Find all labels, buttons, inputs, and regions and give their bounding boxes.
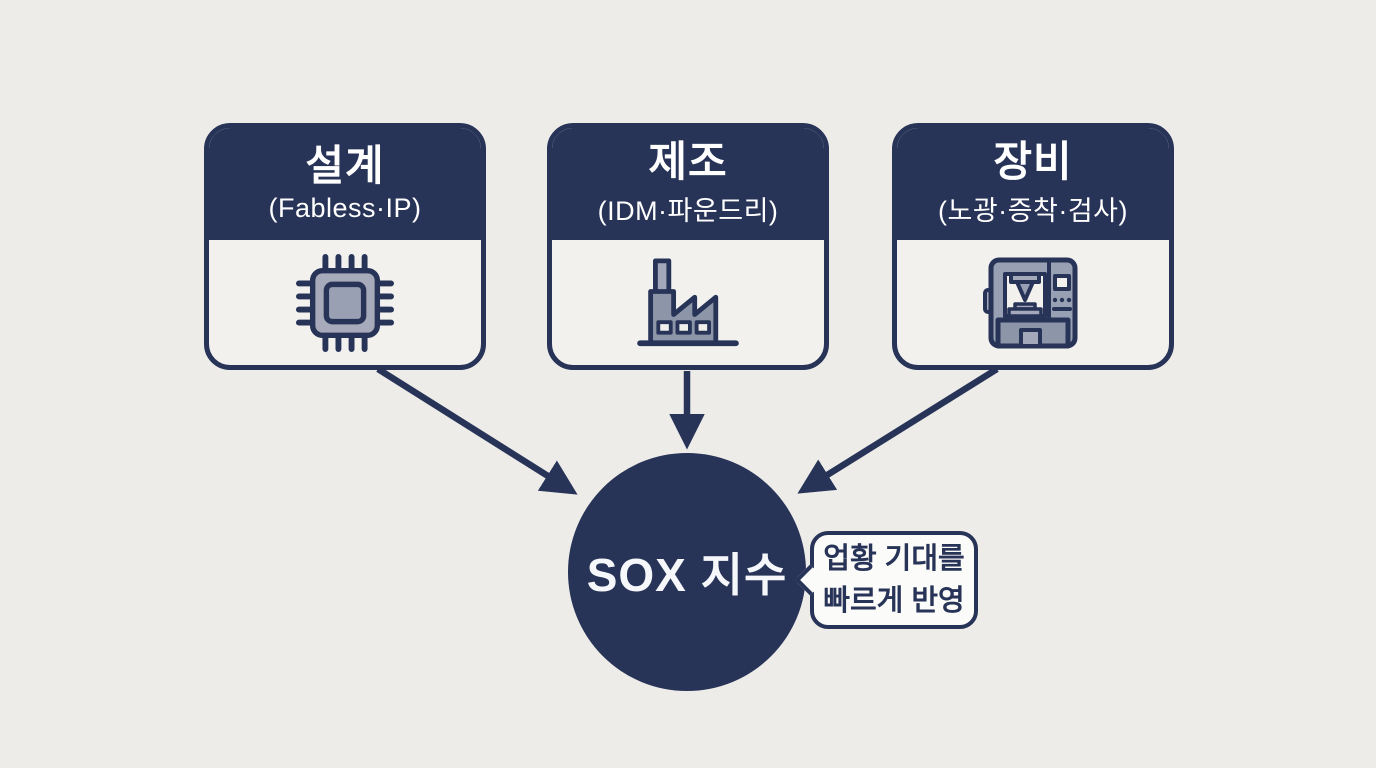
equipment-icon xyxy=(983,257,1078,348)
callout-line-2: 빠르게 반영 xyxy=(823,585,965,617)
card-design-body xyxy=(209,240,481,365)
card-design: 설계 (Fabless·IP) xyxy=(204,123,486,370)
card-manufacturing-title: 제조 xyxy=(648,138,728,186)
sox-index-node: SOX 지수 xyxy=(568,453,806,691)
card-equipment-subtitle: (노광·증착·검사) xyxy=(937,195,1128,226)
arrow-design-to-sox xyxy=(376,366,578,495)
card-manufacturing-subtitle: (IDM·파운드리) xyxy=(597,195,779,226)
card-manufacturing: 제조 (IDM·파운드리) xyxy=(547,123,829,370)
card-manufacturing-header: 제조 (IDM·파운드리) xyxy=(552,128,824,240)
card-design-title: 설계 xyxy=(305,142,385,190)
arrow-equipment-to-sox xyxy=(797,366,999,494)
card-design-header: 설계 (Fabless·IP) xyxy=(209,128,481,240)
chip-icon xyxy=(296,253,394,352)
card-equipment-title: 장비 xyxy=(993,138,1073,186)
callout-line-1: 업황 기대를 xyxy=(823,542,965,575)
factory-icon xyxy=(637,257,739,346)
card-equipment-header: 장비 (노광·증착·검사) xyxy=(897,128,1169,240)
card-design-subtitle: (Fabless·IP) xyxy=(268,192,422,223)
sox-index-label: SOX 지수 xyxy=(586,549,788,601)
callout-bubble: 업황 기대를 빠르게 반영 xyxy=(794,531,978,629)
card-manufacturing-body xyxy=(552,240,824,365)
card-equipment-body xyxy=(897,240,1169,365)
card-equipment: 장비 (노광·증착·검사) xyxy=(892,123,1174,370)
